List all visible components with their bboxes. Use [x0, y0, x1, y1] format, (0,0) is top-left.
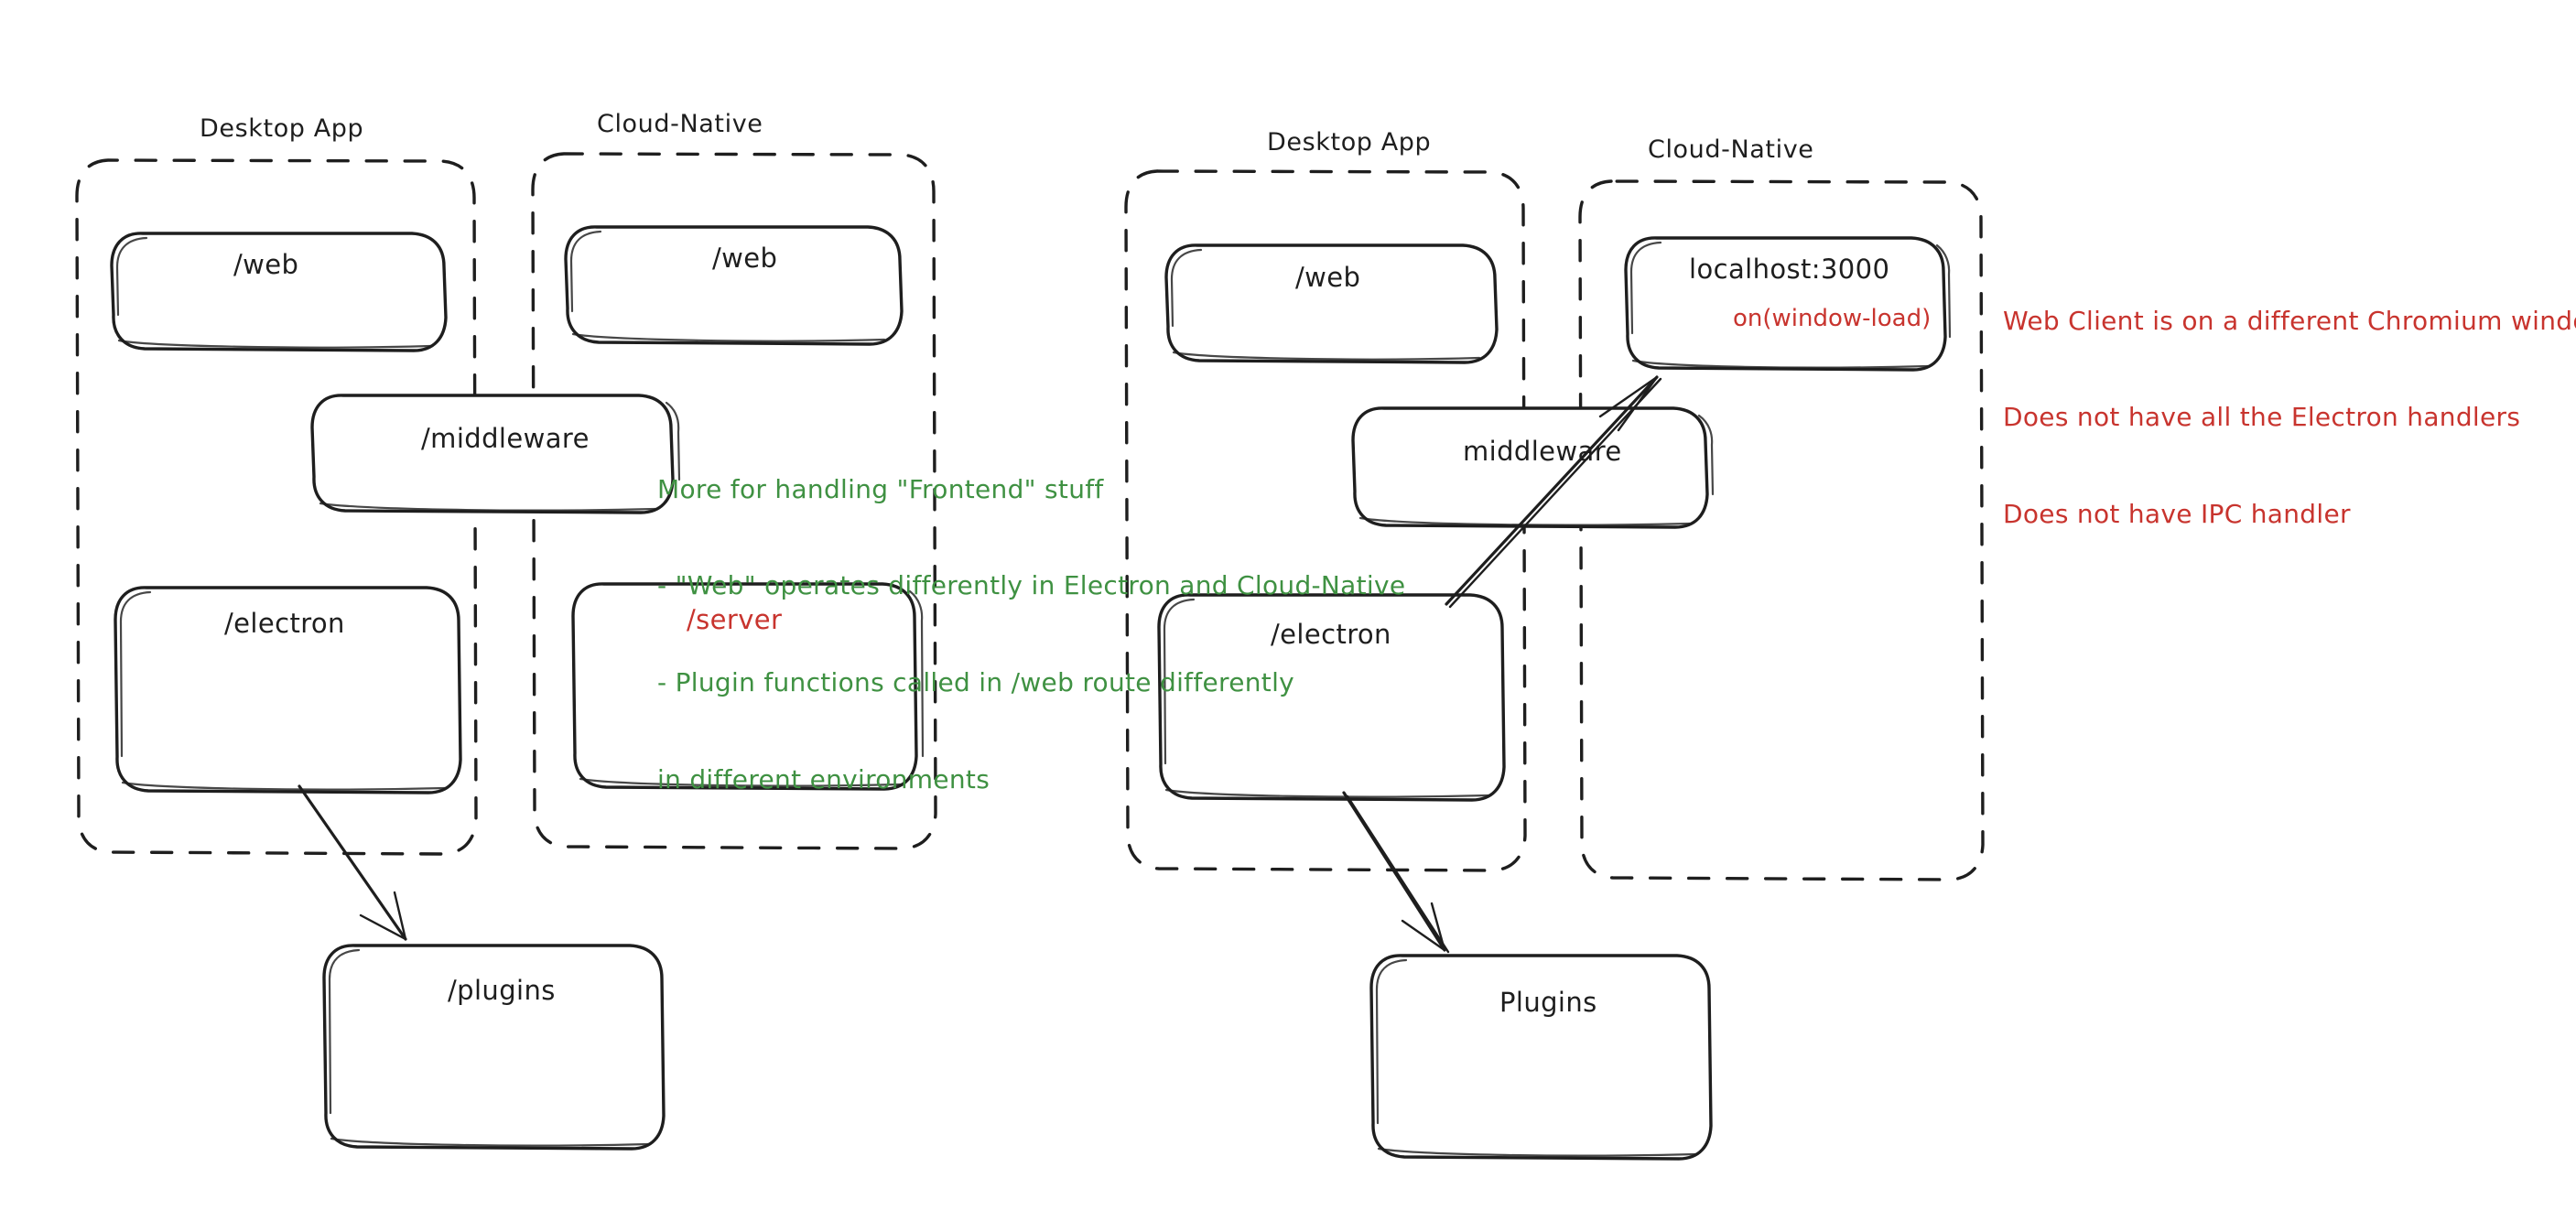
node-left-web-cloud — [564, 225, 904, 346]
group-left-cloud-native — [531, 152, 937, 850]
arrow-right-electron-to-plugins — [1342, 791, 1450, 954]
node-left-electron — [114, 586, 462, 794]
node-left-server — [571, 582, 925, 791]
arrow-left-electron-to-plugins — [298, 784, 407, 941]
group-right-cloud-native — [1578, 179, 1985, 881]
node-right-electron — [1157, 593, 1506, 802]
node-left-middleware — [310, 394, 681, 514]
node-right-localhost — [1624, 236, 1952, 372]
node-right-plugins — [1369, 954, 1713, 1161]
node-left-plugins — [322, 944, 666, 1151]
node-right-middleware — [1351, 406, 1715, 529]
node-right-web — [1164, 243, 1499, 364]
group-right-desktop-app — [1124, 169, 1527, 872]
arrow-right-electron-to-localhost — [1445, 375, 1662, 609]
group-left-desktop-app — [75, 158, 478, 856]
node-left-web-desktop — [110, 232, 448, 352]
